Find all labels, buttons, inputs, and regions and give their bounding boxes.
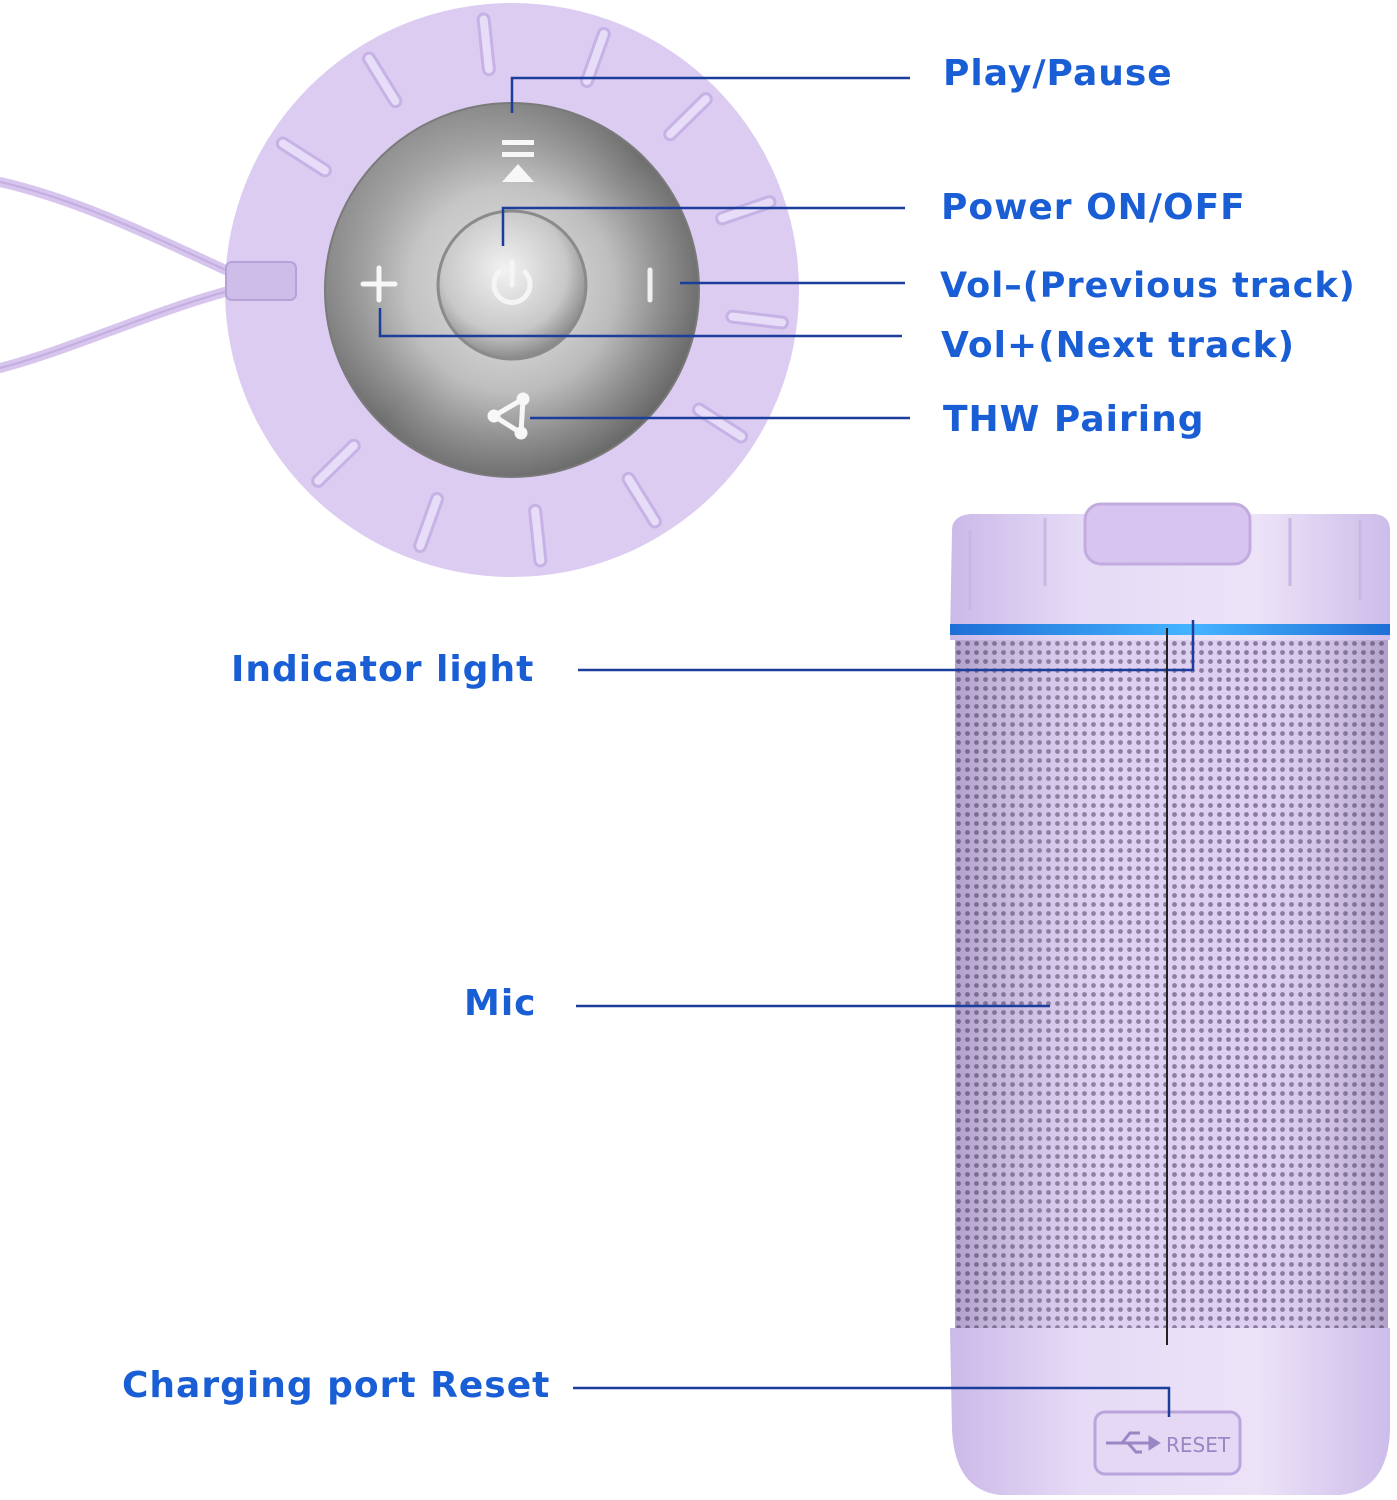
ring-groove-highlight <box>535 511 540 561</box>
speaker-body: RESET <box>950 504 1390 1495</box>
indicator-ring <box>950 624 1390 635</box>
label-mic: Mic <box>464 986 537 1022</box>
label-power: Power ON/OFF <box>941 190 1246 226</box>
reset-label: RESET <box>1166 1433 1231 1457</box>
label-indicator-light: Indicator light <box>231 652 534 688</box>
top-tab <box>1085 504 1250 564</box>
ring-groove-highlight <box>484 19 489 69</box>
lanyard-strap <box>0 182 232 368</box>
label-charging-port-reset: Charging port Reset <box>122 1368 550 1404</box>
label-vol-plus: Vol+(Next track) <box>941 328 1295 364</box>
strap-loop <box>226 262 296 300</box>
port-cover[interactable]: RESET <box>1095 1412 1240 1474</box>
label-thw-pairing: THW Pairing <box>943 402 1204 438</box>
label-play-pause: Play/Pause <box>943 56 1173 92</box>
label-vol-minus: Vol–(Previous track) <box>940 269 1356 304</box>
